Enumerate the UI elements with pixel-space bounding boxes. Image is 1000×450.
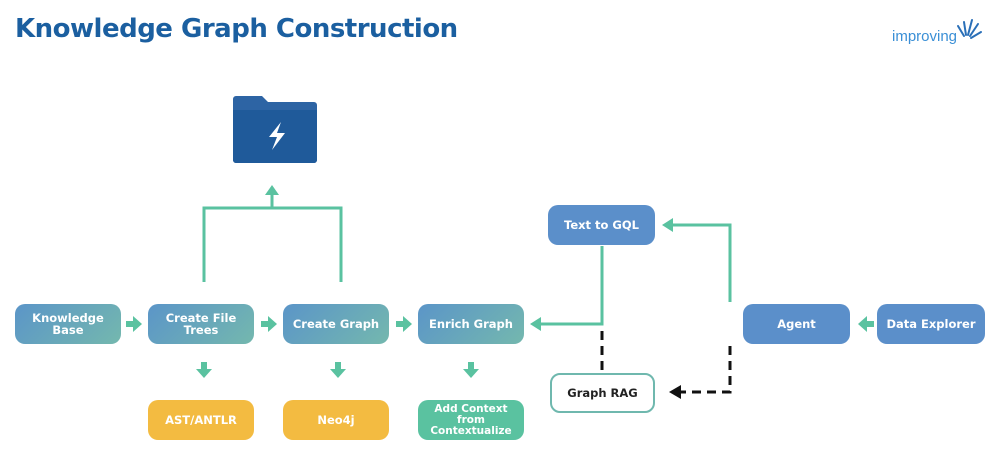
folder-lightning-icon: [233, 96, 317, 163]
page-title: Knowledge Graph Construction: [15, 14, 458, 44]
improving-logo: improving: [892, 14, 992, 46]
add-context-node: Add Context from Contextualize: [418, 400, 524, 440]
ast-antlr-node: AST/ANTLR: [148, 400, 254, 440]
enrich-graph-node: Enrich Graph: [418, 304, 524, 344]
data-explorer-node: Data Explorer: [877, 304, 985, 344]
sunburst-icon: [957, 19, 982, 39]
neo4j-node: Neo4j: [283, 400, 389, 440]
arrow-right: [126, 316, 412, 332]
graph-rag-node: Graph RAG: [550, 373, 655, 413]
text-to-gql-node: Text to GQL: [548, 205, 655, 245]
create-file-trees-node: Create File Trees: [148, 304, 254, 344]
create-graph-node: Create Graph: [283, 304, 389, 344]
logo-text: improving: [892, 28, 958, 45]
knowledge-base-node: Knowledge Base: [15, 304, 121, 344]
agent-node: Agent: [743, 304, 850, 344]
